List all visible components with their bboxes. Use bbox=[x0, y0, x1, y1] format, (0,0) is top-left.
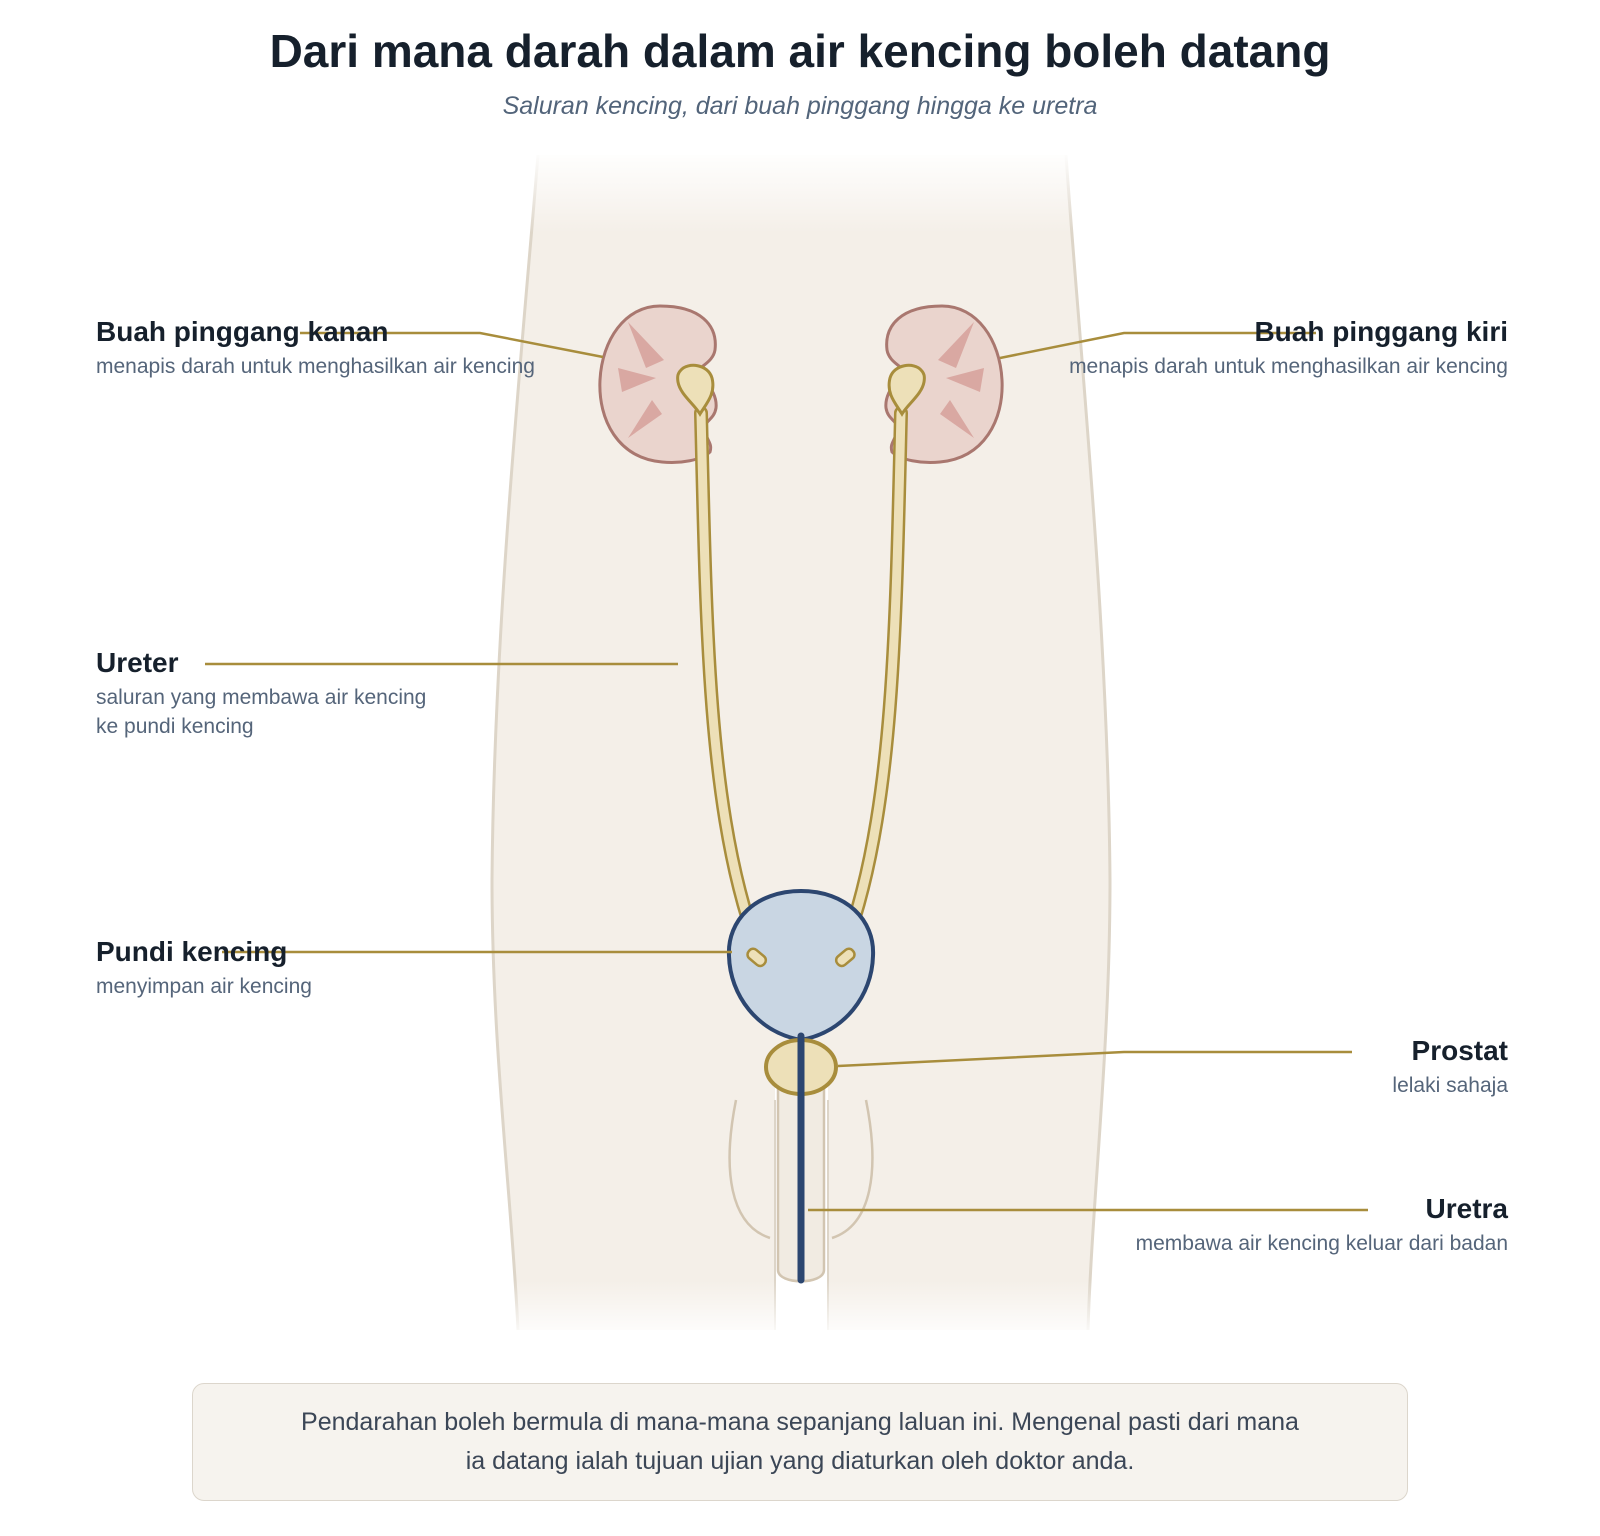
label-desc: saluran yang membawa air kencing ke pund… bbox=[96, 683, 426, 741]
label-name: Pundi kencing bbox=[96, 936, 288, 967]
note-line: ia datang ialah tujuan ujian yang diatur… bbox=[465, 1447, 1135, 1475]
label-ureter: Ureter saluran yang membawa air kencing … bbox=[96, 646, 426, 741]
label-right-kidney: Buah pinggang kanan menapis darah untuk … bbox=[96, 315, 535, 381]
label-left-kidney: Buah pinggang kiri menapis darah untuk m… bbox=[1069, 315, 1508, 381]
label-desc-line: ke pundi kencing bbox=[96, 715, 254, 738]
left-kidney bbox=[884, 304, 1004, 464]
leader-left-kidney bbox=[999, 331, 1316, 360]
info-note: Pendarahan boleh bermula di mana-mana se… bbox=[192, 1383, 1408, 1501]
label-desc: menapis darah untuk menghasilkan air ken… bbox=[1069, 355, 1508, 378]
page-title: Dari mana darah dalam air kencing boleh … bbox=[269, 25, 1331, 77]
label-name: Uretra bbox=[1425, 1193, 1508, 1224]
leader-lines bbox=[205, 331, 1368, 1212]
label-bladder: Pundi kencing menyimpan air kencing bbox=[96, 935, 312, 1001]
label-desc: membawa air kencing keluar dari badan bbox=[1135, 1232, 1508, 1255]
page-subtitle: Saluran kencing, dari buah pinggang hing… bbox=[502, 92, 1098, 120]
right-ureter bbox=[676, 363, 755, 927]
label-name: Buah pinggang kiri bbox=[1254, 316, 1508, 347]
label-name: Ureter bbox=[96, 647, 179, 678]
leader-right-kidney bbox=[300, 331, 604, 359]
bladder bbox=[726, 888, 876, 1043]
label-desc: menapis darah untuk menghasilkan air ken… bbox=[96, 355, 535, 378]
label-name: Prostat bbox=[1411, 1035, 1508, 1066]
label-desc: menyimpan air kencing bbox=[96, 975, 312, 998]
left-ureter bbox=[847, 363, 926, 927]
note-line: Pendarahan boleh bermula di mana-mana se… bbox=[301, 1408, 1299, 1436]
label-desc: lelaki sahaja bbox=[1392, 1074, 1508, 1097]
label-urethra: Uretra membawa air kencing keluar dari b… bbox=[1136, 1192, 1508, 1258]
label-prostate: Prostat lelaki sahaja bbox=[1392, 1034, 1508, 1100]
leader-prostate bbox=[837, 1050, 1352, 1068]
label-desc-line: saluran yang membawa air kencing bbox=[96, 686, 427, 709]
label-name: Buah pinggang kanan bbox=[96, 316, 389, 347]
